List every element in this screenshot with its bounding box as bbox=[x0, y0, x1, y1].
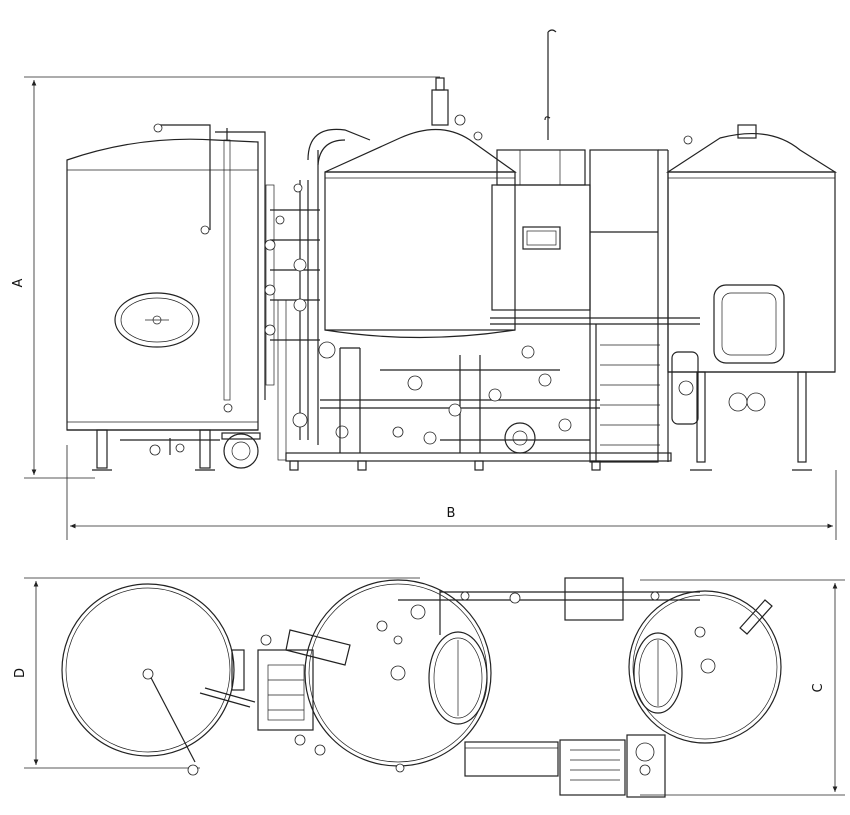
base-frame-piping bbox=[285, 345, 672, 471]
plan-view: D C bbox=[13, 577, 845, 798]
front-pipe-manifold bbox=[264, 128, 371, 461]
dimension-c-label: C bbox=[811, 683, 826, 692]
dimension-a-label: A bbox=[11, 278, 26, 287]
dimension-c: C bbox=[640, 579, 845, 796]
dimension-b-label: B bbox=[447, 506, 456, 521]
plan-bottom-equipment bbox=[395, 734, 666, 798]
hot-water-tank-plan bbox=[61, 583, 256, 776]
dimension-d-label: D bbox=[13, 668, 28, 678]
front-elevation-view: A B bbox=[11, 29, 838, 540]
dimension-a: A bbox=[11, 76, 440, 479]
mash-tun-plan bbox=[304, 579, 492, 767]
brew-kettle bbox=[665, 124, 838, 471]
mash-lauter-tun bbox=[324, 77, 517, 339]
pump-block-plan bbox=[257, 629, 351, 756]
dimension-d: D bbox=[13, 577, 420, 769]
kettle-plan bbox=[628, 590, 782, 744]
plan-top-pipes bbox=[440, 577, 700, 621]
control-cabinet bbox=[491, 29, 591, 311]
dimension-b: B bbox=[66, 445, 837, 540]
hot-water-tank bbox=[66, 123, 266, 471]
